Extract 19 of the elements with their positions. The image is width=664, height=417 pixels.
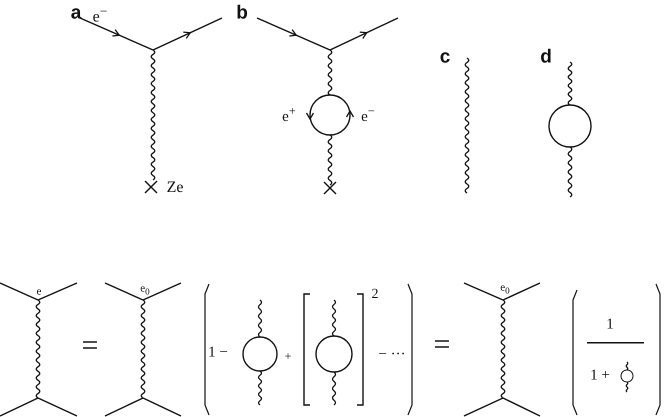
charge-label: e$_{0}$ xyxy=(500,282,510,296)
panel-letter: a xyxy=(70,4,82,22)
denominator-term: 1 + xyxy=(590,368,610,384)
formula-term: − ··· xyxy=(378,348,406,362)
panel-letter: d xyxy=(540,48,552,66)
plus-sign: + xyxy=(284,350,292,362)
equals-sign: = xyxy=(82,331,98,361)
particle-label: e$^{+}$ xyxy=(282,105,296,125)
particle-label: e$^{−}$ xyxy=(92,4,108,26)
exponent: 2 xyxy=(372,288,378,302)
particle-label: e$^{−}$ xyxy=(361,105,375,125)
numerator: 1 xyxy=(606,318,614,332)
charge-label: Ze xyxy=(166,180,184,196)
formula-term: 1 − xyxy=(208,346,228,360)
panel-letter: b xyxy=(236,4,248,22)
charge-label: e$_{0}$ xyxy=(140,283,150,297)
equals-sign: = xyxy=(434,330,450,360)
panel-letter: c xyxy=(440,48,450,66)
charge-label: e xyxy=(36,286,42,298)
